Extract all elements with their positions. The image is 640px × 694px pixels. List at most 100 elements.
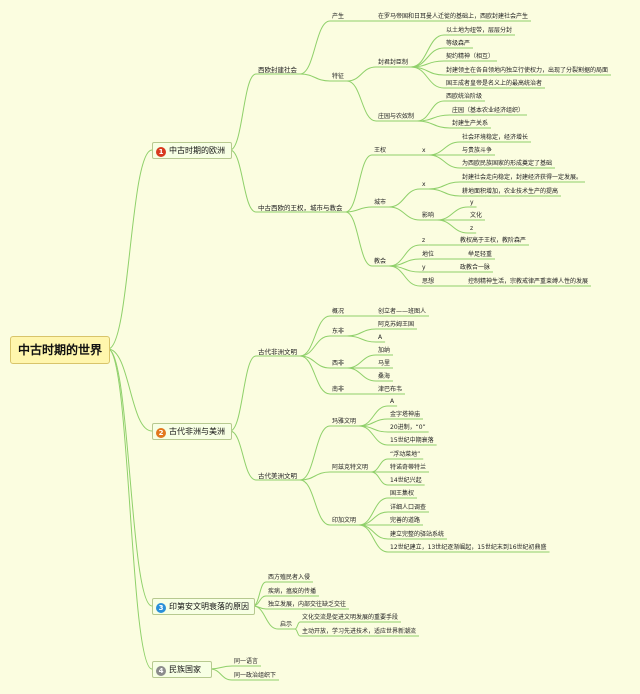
branch-number-badge: 1 <box>156 147 166 157</box>
node-eu2ax2[interactable]: 与贵族斗争 <box>462 147 493 154</box>
branch-number-badge: 2 <box>156 428 166 438</box>
connector-eu1b2a <box>416 100 445 122</box>
node-eu1a[interactable]: 产生 <box>332 13 345 20</box>
node-eu2c[interactable]: 教会 <box>374 258 387 265</box>
node-am1a3[interactable]: 20进制，“0” <box>390 424 426 431</box>
connector-af1b1 <box>346 328 377 337</box>
connector-eu2ax3 <box>428 154 461 169</box>
node-eu1b1e[interactable]: 国王成者皇帝是名义上的最高统治者 <box>446 80 543 87</box>
connector-in4 <box>252 605 279 630</box>
node-eu1b2b[interactable]: 庄园（基本农业经济组织） <box>452 107 525 114</box>
node-in4[interactable]: 启示 <box>280 621 293 628</box>
node-eu1b1d[interactable]: 封建领主在各自领地内独立行使权力，出现了分裂割据的局面 <box>446 67 609 74</box>
connector-eu1b1a <box>410 34 445 68</box>
node-af1b[interactable]: 东非 <box>332 328 345 335</box>
node-af1b2[interactable]: A <box>378 334 383 341</box>
node-am1a2[interactable]: 金字塔神庙 <box>390 411 421 418</box>
node-eu2c3a[interactable]: 政教合一脉 <box>460 264 491 271</box>
node-eu2b[interactable]: 城市 <box>374 199 387 206</box>
node-in4a[interactable]: 文化交流是促进文明发展的重要手段 <box>302 614 399 621</box>
connector-am1c1 <box>358 497 389 526</box>
node-am1a4[interactable]: 15世纪中期衰落 <box>390 437 434 444</box>
root-node[interactable]: 中古时期的世界 <box>10 336 110 364</box>
node-af1a[interactable]: 概况 <box>332 308 345 315</box>
connector-am1b <box>299 471 331 481</box>
node-eu2by1[interactable]: y <box>470 199 474 206</box>
connector-eu2by1 <box>436 206 469 221</box>
node-eu2c1[interactable]: z <box>422 237 426 244</box>
node-af1b1[interactable]: 阿克苏姆王国 <box>378 321 415 328</box>
node-eu1b1a[interactable]: 以土地为纽带，层层分封 <box>446 27 513 34</box>
node-eu2c2[interactable]: 地位 <box>422 251 435 258</box>
node-eu1b1[interactable]: 封君封臣制 <box>378 59 409 66</box>
node-af1a1[interactable]: 创立者——班图人 <box>378 308 427 315</box>
connector-eu2bx <box>388 188 421 208</box>
connector-eu2by <box>388 206 421 221</box>
node-eu2[interactable]: 中古西欧的王权，城市与教会 <box>258 204 343 212</box>
node-eu1[interactable]: 西欧封建社会 <box>258 66 297 74</box>
node-am1c4[interactable]: 建立完整的驿站系统 <box>390 531 445 538</box>
node-af1d1[interactable]: 津巴布韦 <box>378 386 403 393</box>
node-am1b3[interactable]: 14世纪兴起 <box>390 477 422 484</box>
node-eu1a1[interactable]: 在罗马帝国和日耳曼人迁徙的基础上，西欧封建社会产生 <box>378 13 529 20</box>
node-am1c1[interactable]: 国王集权 <box>390 490 415 497</box>
node-af1c3[interactable]: 桑海 <box>378 373 391 380</box>
node-am1a1[interactable]: A <box>390 398 395 405</box>
node-eu1b1c[interactable]: 契约精神（相互） <box>446 53 495 60</box>
node-eu2bx1[interactable]: 封建社会走向稳定，封建经济获得一定发展。 <box>462 174 583 181</box>
node-eu1b1b[interactable]: 等级森严 <box>446 40 471 47</box>
node-af1c[interactable]: 西非 <box>332 360 345 367</box>
node-am1b[interactable]: 阿兹克特文明 <box>332 464 369 471</box>
branch-number-badge: 3 <box>156 603 166 613</box>
node-in4b[interactable]: 主动开放，学习先进技术，适应世界新潮流 <box>302 628 417 635</box>
connector-af1c1 <box>346 354 377 369</box>
connector-root-branch-3 <box>107 348 153 670</box>
node-eu2c2a[interactable]: 举足轻重 <box>468 251 493 258</box>
node-am1a[interactable]: 玛雅文明 <box>332 418 357 425</box>
node-eu2a[interactable]: 王权 <box>374 147 387 154</box>
connector-eu1b2 <box>346 80 377 122</box>
node-eu2c3[interactable]: y <box>422 264 426 271</box>
node-eu2by2[interactable]: 文化 <box>470 212 483 219</box>
node-af1d[interactable]: 南非 <box>332 386 345 393</box>
branch-label: 中古时期的欧洲 <box>169 146 225 155</box>
node-eu2bx[interactable]: x <box>422 181 426 188</box>
node-am1c5[interactable]: 12世纪建立，13世纪逐渐崛起，15世纪末到16世纪初鼎盛 <box>390 544 547 551</box>
node-am1c2[interactable]: 详细人口调查 <box>390 504 427 511</box>
connector-na2 <box>209 668 233 681</box>
node-eu1b2c[interactable]: 封建生产关系 <box>452 120 489 127</box>
node-in1[interactable]: 西方殖民者入侵 <box>268 574 311 581</box>
node-eu2bx2[interactable]: 耕地面积增加，农业技术生产的提高 <box>462 188 559 195</box>
connector-eu1 <box>229 73 257 151</box>
node-eu1b2a[interactable]: 西欧统治阶级 <box>446 93 483 100</box>
node-eu1b[interactable]: 特征 <box>332 73 345 80</box>
node-in2[interactable]: 疾病，瘟疫的传播 <box>268 588 317 595</box>
node-eu2c4[interactable]: 思想 <box>422 278 435 285</box>
node-eu2ax3[interactable]: 为西欧民族国家的形成奠定了基础 <box>462 160 553 167</box>
connector-eu1b2c <box>416 120 451 129</box>
node-eu2ax[interactable]: x <box>422 147 426 154</box>
node-af1c2[interactable]: 马里 <box>378 360 391 367</box>
node-am1c3[interactable]: 完善的道路 <box>390 517 421 524</box>
connector-eu2b <box>345 206 373 213</box>
node-am1c[interactable]: 印加文明 <box>332 517 357 524</box>
node-af1[interactable]: 古代非洲文明 <box>258 348 297 356</box>
node-af1c1[interactable]: 加纳 <box>378 347 391 354</box>
node-am1[interactable]: 古代美洲文明 <box>258 472 297 480</box>
connector-am1 <box>229 430 257 481</box>
node-eu2by[interactable]: 影响 <box>422 212 435 219</box>
node-eu2ax1[interactable]: 社会环境稳定，经济增长 <box>462 134 529 141</box>
node-na2[interactable]: 同一政治组织下 <box>234 672 277 679</box>
node-eu2c1a[interactable]: 教权高于王权，教阶森严 <box>460 237 527 244</box>
node-eu2c4a[interactable]: 控制精神生活，宗教戒律严重束缚人性的发展 <box>468 278 589 285</box>
node-eu1b2[interactable]: 庄园与农奴制 <box>378 113 415 120</box>
node-am1b2[interactable]: 特诺奇蒂特兰 <box>390 464 427 471</box>
node-am1b1[interactable]: “浮动菜地” <box>390 451 421 458</box>
node-eu2by3[interactable]: z <box>470 225 474 232</box>
node-na1[interactable]: 同一语言 <box>234 658 259 665</box>
node-in3[interactable]: 独立发展，内部交往缺乏交往 <box>268 601 347 608</box>
